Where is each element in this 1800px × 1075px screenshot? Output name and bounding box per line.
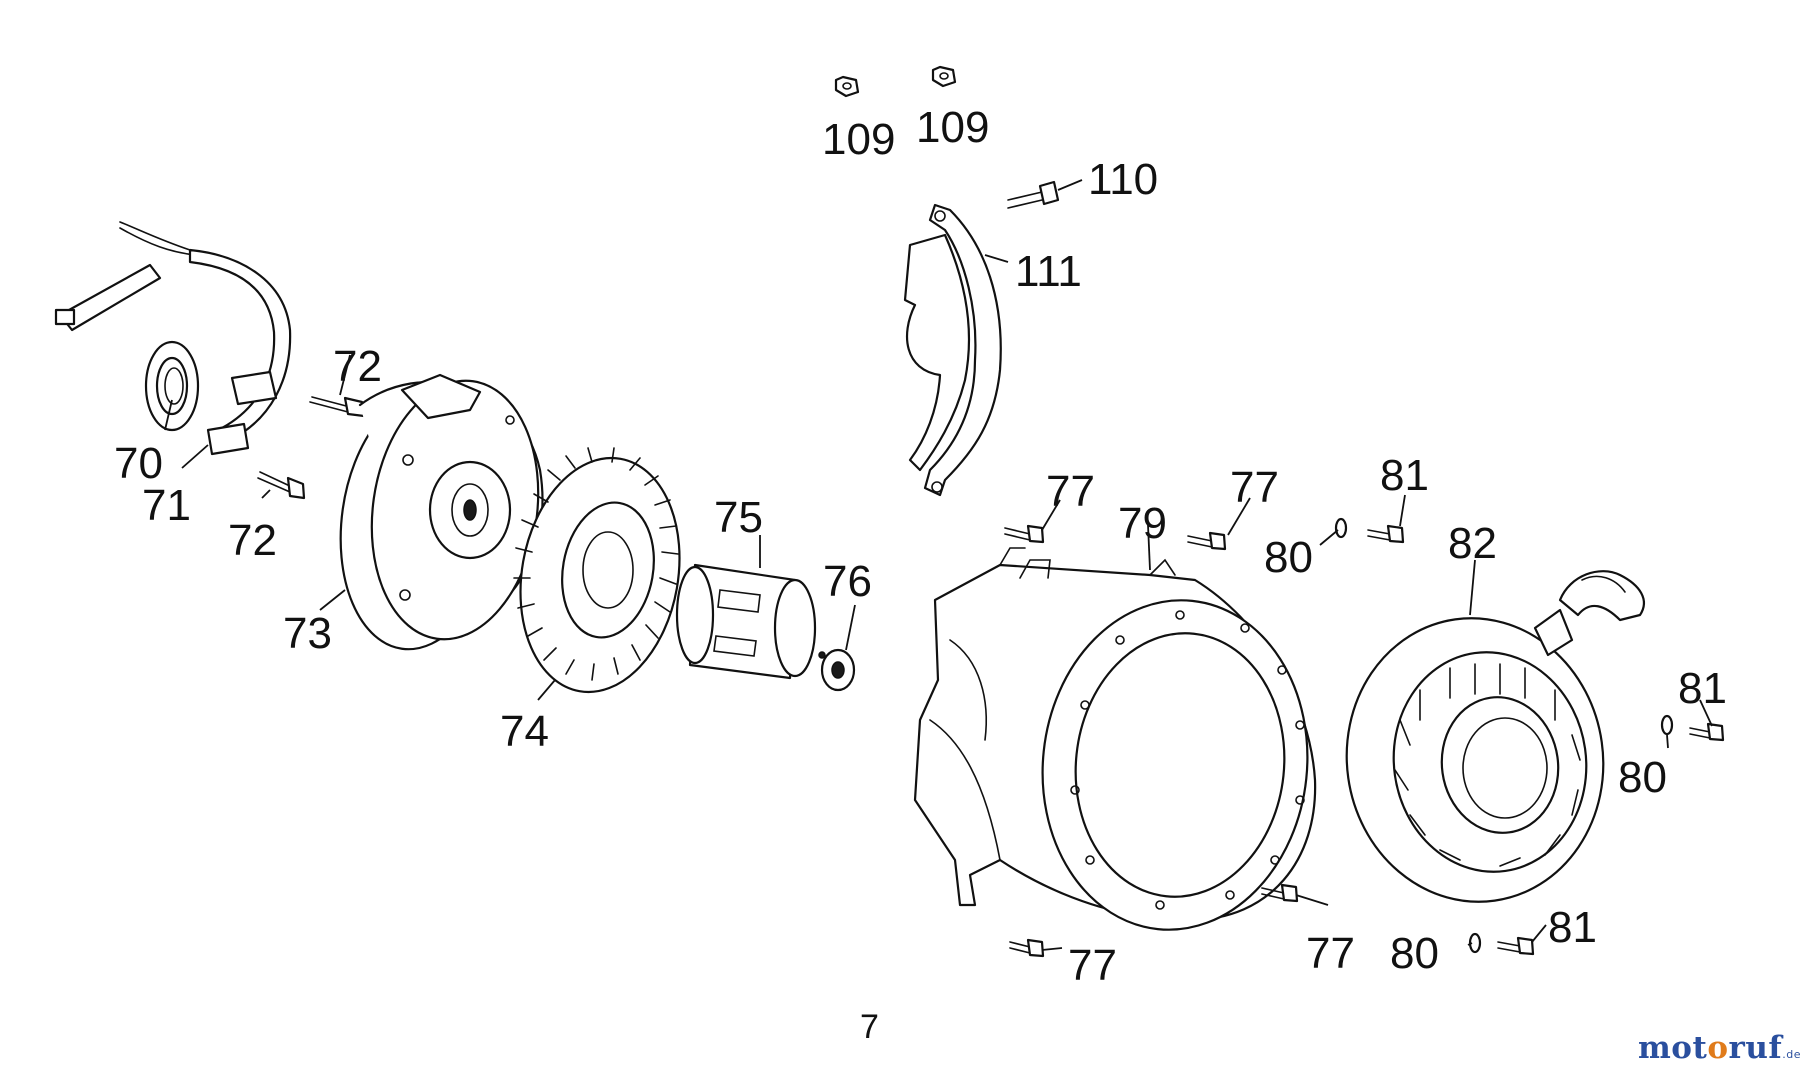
part-75-starter-cup <box>675 563 817 680</box>
part-79-fan-housing <box>913 547 1317 931</box>
callout-81-right: 81 <box>1678 664 1727 713</box>
part-74-cooling-fan <box>513 447 681 694</box>
part-70-oil-seal <box>144 340 200 432</box>
callout-80-bottom: 80 <box>1390 929 1439 978</box>
callout-72-upper: 72 <box>333 342 382 391</box>
page-number: 7 <box>860 1008 879 1046</box>
callout-71: 71 <box>142 481 191 530</box>
part-77-bolt-4 <box>1261 883 1299 903</box>
part-72-bolt-upper <box>309 396 366 418</box>
callout-81-top: 81 <box>1380 451 1429 500</box>
callout-109-right: 109 <box>916 103 989 152</box>
callout-111: 111 <box>1015 247 1082 296</box>
callout-75: 75 <box>714 493 763 542</box>
part-81-bolt-1 <box>1367 524 1405 544</box>
callout-73: 73 <box>283 609 332 658</box>
callout-labels: 70 71 72 72 73 74 75 76 77 77 77 77 79 8… <box>114 103 1727 990</box>
part-72-bolt-lower <box>257 471 306 500</box>
part-77-bolt-2 <box>1187 531 1227 551</box>
callout-82: 82 <box>1448 519 1497 568</box>
part-109-nut-left <box>834 75 860 98</box>
callout-74: 74 <box>500 707 549 756</box>
part-77-bolt-1 <box>1004 524 1045 544</box>
part-81-bolt-2 <box>1689 722 1725 742</box>
callout-79: 79 <box>1118 499 1167 548</box>
callout-77-bottom-left: 77 <box>1068 941 1117 990</box>
part-111-shroud-plate <box>903 203 1002 497</box>
callout-70: 70 <box>114 439 163 488</box>
part-71-ignition-coil <box>54 221 292 456</box>
part-73-flywheel <box>339 373 544 651</box>
callout-109-left: 109 <box>822 115 895 164</box>
callout-77-top-right: 77 <box>1230 463 1279 512</box>
part-82-recoil-starter <box>1345 570 1646 903</box>
logo-part-3: ruf <box>1728 1030 1783 1066</box>
logo-tld: .de <box>1782 1048 1800 1061</box>
part-77-bolt-3 <box>1009 938 1045 958</box>
part-81-bolt-3 <box>1497 936 1535 956</box>
logo-part-1: mot <box>1638 1030 1708 1066</box>
callout-110: 110 <box>1088 155 1158 204</box>
part-76-flywheel-nut <box>818 648 856 692</box>
callout-80-right: 80 <box>1618 753 1667 802</box>
callout-72-lower: 72 <box>228 516 277 565</box>
leader-lines <box>164 179 1713 951</box>
callout-80-top: 80 <box>1264 533 1313 582</box>
part-80-washer-2 <box>1660 714 1674 736</box>
part-109-nut-right <box>931 65 957 88</box>
callout-76: 76 <box>823 557 872 606</box>
callout-77-bottom-right: 77 <box>1306 929 1355 978</box>
watermark-logo: motoruf.de <box>1638 1030 1800 1066</box>
logo-part-2: o <box>1707 1030 1729 1066</box>
callout-81-bottom: 81 <box>1548 903 1597 952</box>
part-80-washer-1 <box>1334 517 1348 539</box>
callout-77-top-left: 77 <box>1046 467 1095 516</box>
part-110-bolt <box>1007 180 1060 209</box>
